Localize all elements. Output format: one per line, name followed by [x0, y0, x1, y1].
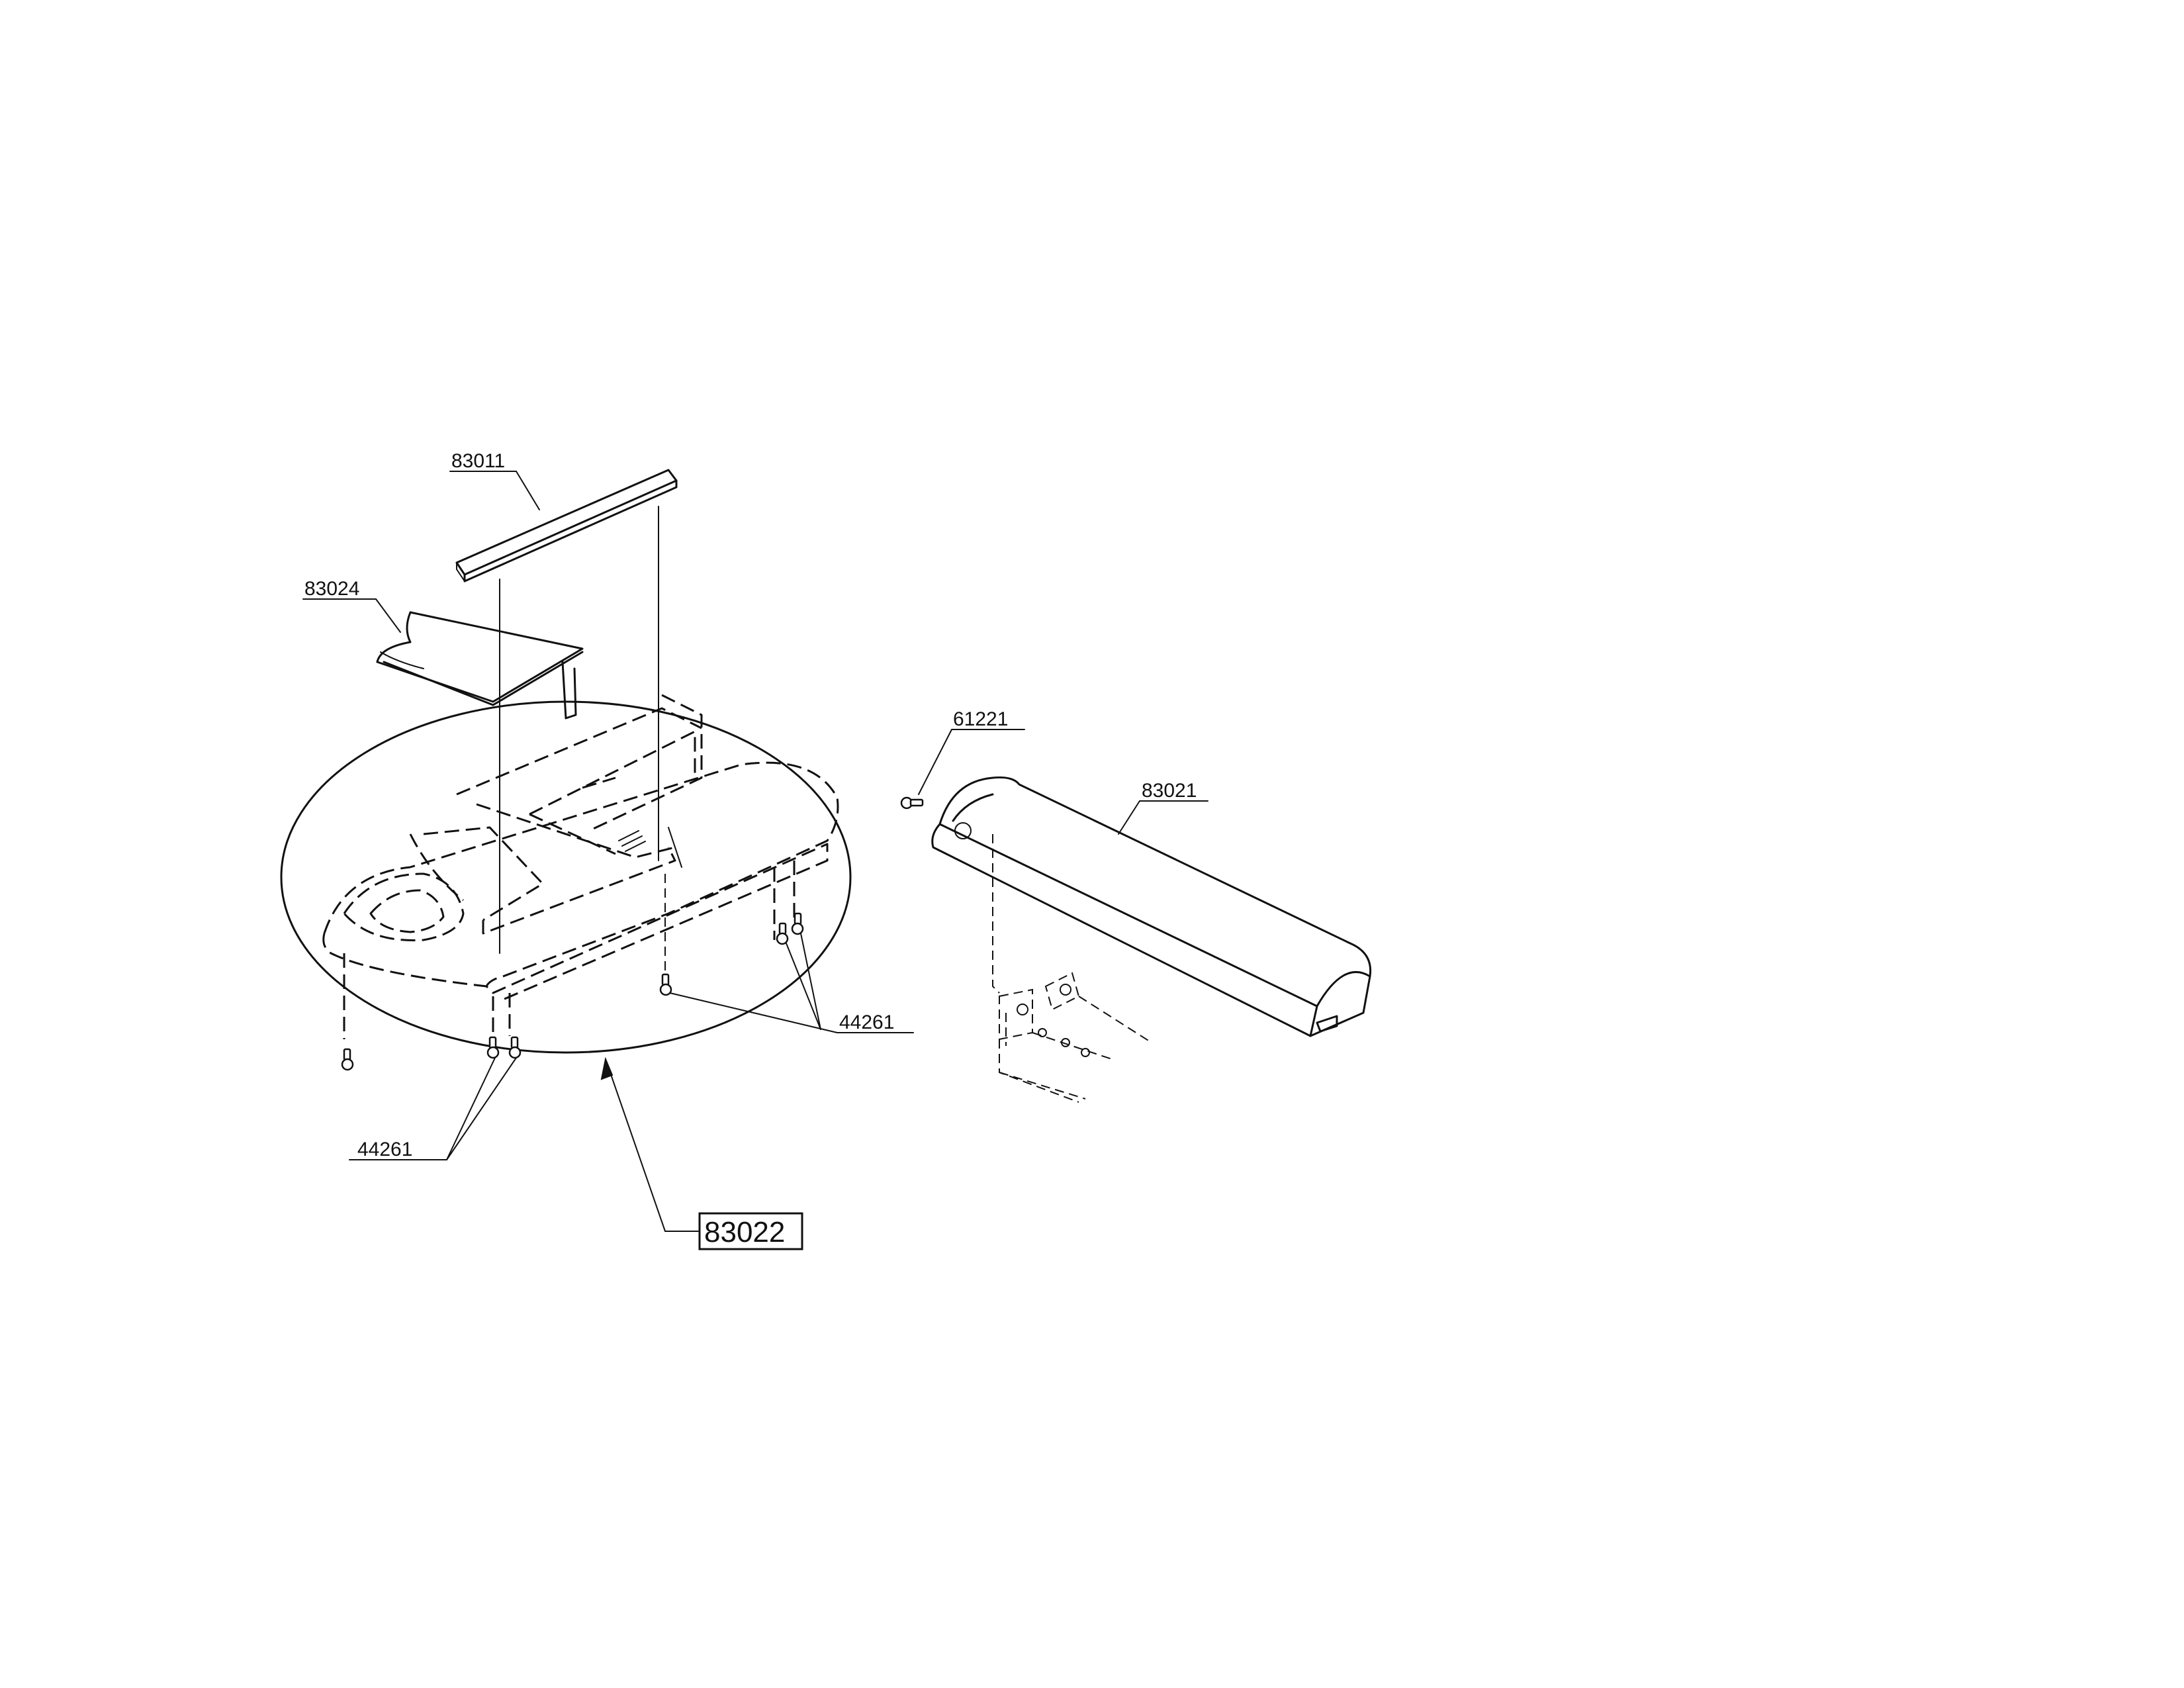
part-83021-bar: [931, 776, 1372, 1037]
screw-icon: [791, 912, 804, 935]
part-83011-cover: [455, 469, 678, 583]
mounting-bracket: [992, 834, 1152, 1103]
label-61221: 61221: [953, 708, 1008, 730]
label-83022: 83022: [704, 1216, 785, 1248]
screw-icon: [776, 922, 789, 945]
label-44261-right: 44261: [839, 1011, 894, 1033]
leader-lines: [302, 471, 1208, 1232]
label-83024: 83024: [304, 578, 359, 600]
screw-icon: [508, 1036, 522, 1059]
screw-icon: [659, 973, 672, 996]
label-83011: 83011: [451, 450, 505, 472]
screw-61221: [900, 796, 924, 810]
part-83022-base-assembly: [322, 694, 839, 1039]
part-labels: 83011 83024 61221 83021 44261 44261 8302…: [304, 450, 1197, 1250]
screw-icon: [900, 796, 924, 810]
screw-icon: [341, 1048, 354, 1071]
label-83022-box: [698, 1212, 803, 1250]
assembly-83022-outline: [280, 700, 852, 1054]
assembly-guide-lines: [499, 506, 682, 954]
label-83021: 83021: [1142, 780, 1197, 802]
part-83024-tray: [376, 611, 584, 720]
label-44261-left: 44261: [357, 1139, 412, 1160]
screws-44261: [341, 912, 804, 1071]
screw-icon: [486, 1036, 500, 1059]
